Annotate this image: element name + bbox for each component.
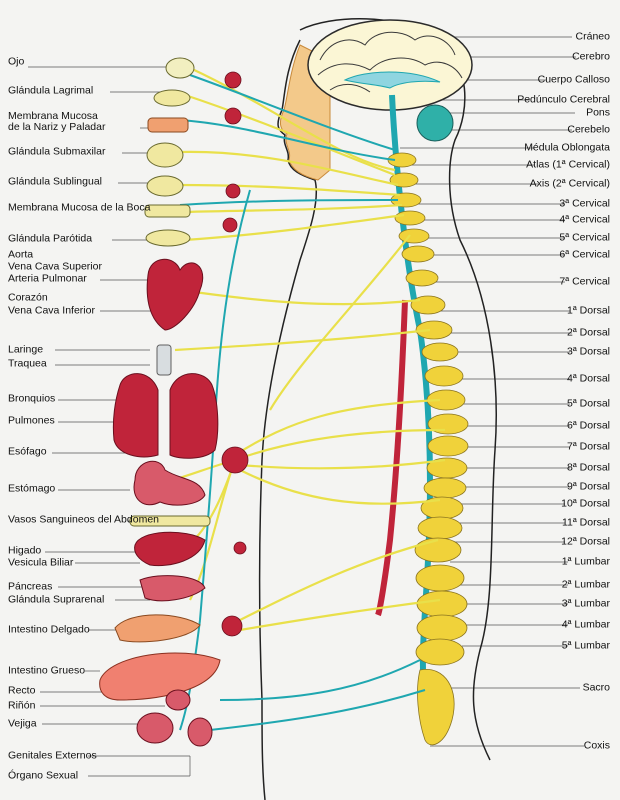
label-esofago: Esófago bbox=[8, 445, 47, 458]
small-intestine-organ bbox=[114, 614, 201, 643]
label-vena-cava-inferior: Vena Cava Inferior bbox=[8, 304, 95, 317]
label-intestino-delgado: Intestino Delgado bbox=[8, 623, 90, 636]
label-aorta: Aorta bbox=[8, 248, 34, 261]
label-sacro: Sacro bbox=[582, 681, 610, 694]
label-vejiga: Vejiga bbox=[8, 717, 37, 730]
label-vesicula: Vesicula Biliar bbox=[8, 556, 74, 569]
label-glandula-submaxilar: Glándula Submaxilar bbox=[8, 145, 106, 158]
label-traquea: Traquea bbox=[8, 357, 47, 370]
label-glandula-sublingual: Glándula Sublingual bbox=[8, 175, 102, 188]
parotid-organ bbox=[145, 229, 191, 247]
label-laringe: Laringe bbox=[8, 343, 44, 356]
right-leader-lines bbox=[400, 36, 584, 747]
ganglia bbox=[221, 71, 249, 637]
label-glandula-parotida: Glándula Parótida bbox=[8, 232, 93, 245]
label-d4: 4ª Dorsal bbox=[567, 372, 610, 385]
label-pulmones: Pulmones bbox=[8, 414, 55, 427]
lung-left-organ bbox=[112, 373, 159, 458]
label-axis: Axis (2ª Cervical) bbox=[529, 177, 610, 190]
label-bronquios: Bronquios bbox=[8, 392, 56, 405]
label-cerebelo: Cerebelo bbox=[567, 123, 610, 136]
label-c3: 3ª Cervical bbox=[559, 197, 610, 210]
label-atlas: Atlas (1ª Cervical) bbox=[526, 158, 610, 171]
sublingual-organ bbox=[146, 175, 184, 197]
label-membrana-nariz: Membrana Mucosa de la Nariz y Paladar bbox=[8, 110, 106, 133]
label-organo-sexual: Órgano Sexual bbox=[8, 769, 79, 782]
large-intestine-organ bbox=[99, 652, 221, 701]
label-coxis: Coxis bbox=[583, 739, 610, 752]
label-higado: Higado bbox=[8, 544, 42, 557]
lacrimal-organ bbox=[153, 89, 191, 107]
label-l2: 2ª Lumbar bbox=[561, 578, 610, 591]
label-c6: 6ª Cervical bbox=[559, 248, 610, 261]
label-d10: 10ª Dorsal bbox=[561, 497, 610, 510]
label-d7: 7ª Dorsal bbox=[567, 440, 610, 453]
genital-organ bbox=[187, 717, 213, 747]
label-medula: Médula Oblongata bbox=[524, 141, 610, 154]
label-l5: 5ª Lumbar bbox=[561, 639, 610, 652]
brain-gyri bbox=[317, 31, 463, 93]
label-pancreas: Páncreas bbox=[8, 580, 53, 593]
label-cuerpo-calloso: Cuerpo Calloso bbox=[537, 73, 610, 86]
mouth-mucosa-organ bbox=[144, 204, 191, 218]
label-c7: 7ª Cervical bbox=[559, 275, 610, 288]
label-arteria-pulmonar: Arteria Pulmonar bbox=[8, 272, 87, 285]
aorta-vessel bbox=[375, 299, 408, 617]
lung-right-organ bbox=[169, 373, 219, 459]
bladder-organ bbox=[136, 712, 174, 744]
label-genitales: Genitales Externos bbox=[8, 749, 97, 762]
label-d3: 3ª Dorsal bbox=[567, 345, 610, 358]
label-d6: 6ª Dorsal bbox=[567, 419, 610, 432]
label-pons: Pons bbox=[586, 106, 610, 119]
nerve-paths-yellow bbox=[149, 67, 446, 632]
label-l1: 1ª Lumbar bbox=[561, 555, 610, 568]
label-glandula-lagrimal: Glándula Lagrimal bbox=[8, 84, 94, 97]
liver-organ bbox=[134, 531, 206, 567]
cerebellum bbox=[416, 104, 454, 142]
label-ojo: Ojo bbox=[8, 55, 25, 68]
heart-organ bbox=[146, 258, 204, 331]
pancreas-organ bbox=[139, 575, 206, 602]
label-craneo: Cráneo bbox=[575, 30, 610, 43]
label-estomago: Estómago bbox=[8, 482, 56, 495]
trachea-organ bbox=[156, 344, 172, 376]
eye-organ bbox=[165, 57, 195, 79]
label-d8: 8ª Dorsal bbox=[567, 461, 610, 474]
label-pedunculo: Pedúnculo Cerebral bbox=[517, 93, 610, 106]
submaxillary-organ bbox=[146, 142, 184, 168]
label-d1: 1ª Dorsal bbox=[567, 304, 610, 317]
label-glandula-suprarrenal: Glándula Suprarenal bbox=[8, 593, 105, 606]
corpus-callosum bbox=[343, 71, 441, 89]
label-recto: Recto bbox=[8, 684, 36, 697]
label-d2: 2ª Dorsal bbox=[567, 326, 610, 339]
label-d12: 12ª Dorsal bbox=[561, 535, 610, 548]
vertebral-column bbox=[387, 152, 469, 746]
label-l4: 4ª Lumbar bbox=[561, 618, 610, 631]
label-rinon: Riñón bbox=[8, 699, 36, 712]
label-d9: 9ª Dorsal bbox=[567, 480, 610, 493]
label-corazon: Corazón bbox=[8, 291, 48, 304]
nasal-mucosa-organ bbox=[147, 117, 189, 133]
label-vena-cava-superior: Vena Cava Superior bbox=[8, 260, 102, 273]
kidney-organ bbox=[165, 689, 191, 711]
label-intestino-grueso: Intestino Grueso bbox=[8, 664, 86, 677]
abdomen-vessels-organ bbox=[129, 515, 211, 527]
label-l3: 3ª Lumbar bbox=[561, 597, 610, 610]
label-d11: 11ª Dorsal bbox=[561, 516, 610, 529]
label-cerebro: Cerebro bbox=[572, 50, 610, 63]
label-d5: 5ª Dorsal bbox=[567, 397, 610, 410]
label-c4: 4ª Cervical bbox=[559, 213, 610, 226]
stomach-organ bbox=[133, 460, 206, 506]
organs bbox=[99, 57, 221, 747]
label-vasos: Vasos Sanguineos del Abdomen bbox=[8, 513, 159, 526]
label-membrana-boca: Membrana Mucosa de la Boca bbox=[8, 201, 151, 214]
label-c5: 5ª Cervical bbox=[559, 231, 610, 244]
